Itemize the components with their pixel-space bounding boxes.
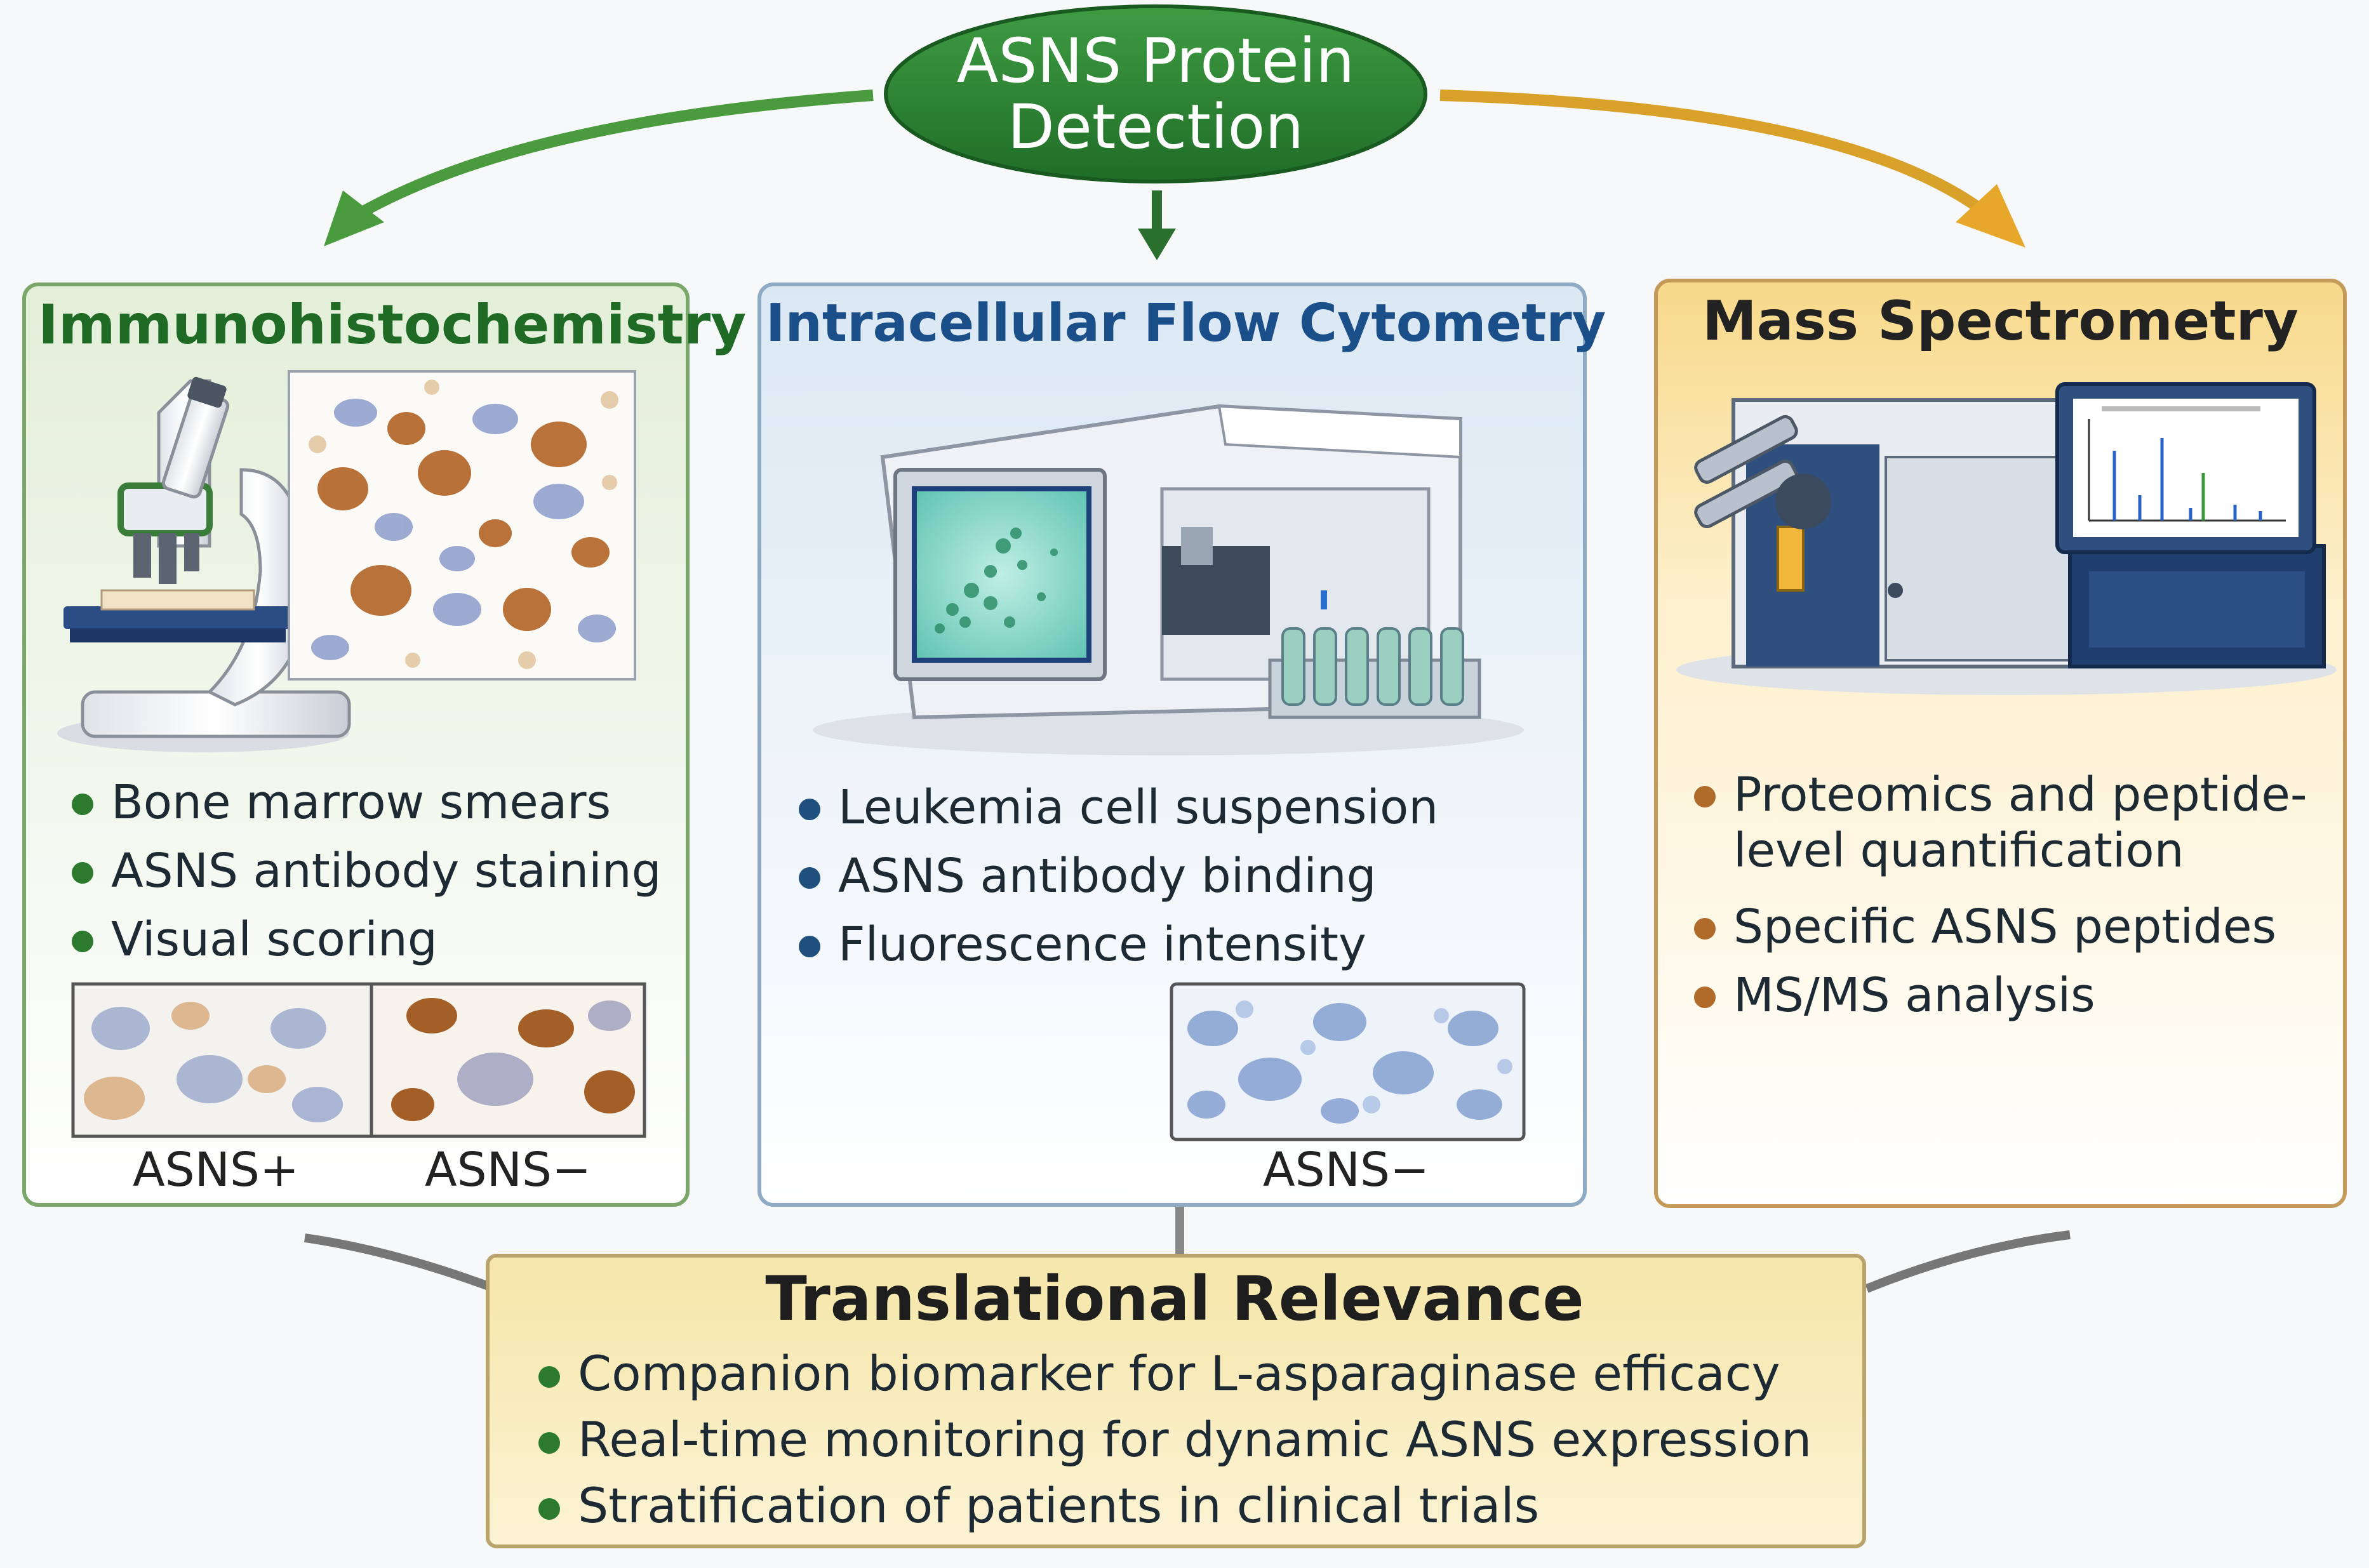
bullet-text: ASNS antibody staining bbox=[111, 844, 662, 898]
bullet-dot bbox=[72, 931, 93, 952]
bullet-text: Companion biomarker for L-asparaginase e… bbox=[578, 1345, 1780, 1402]
list-item: Leukemia cell suspension bbox=[794, 773, 1438, 842]
list-item: ASNS antibody staining bbox=[67, 837, 662, 905]
bullet-text: Proteomics and peptide- bbox=[1733, 767, 2307, 822]
bullet-text: Real-time monitoring for dynamic ASNS ex… bbox=[578, 1411, 1812, 1468]
list-item: Companion biomarker for L-asparaginase e… bbox=[533, 1341, 1812, 1407]
bullet-dot bbox=[72, 794, 93, 815]
bullet-dot bbox=[538, 1432, 560, 1454]
list-item: level quantification bbox=[1689, 823, 2307, 879]
header-title-line2: Detection bbox=[1007, 91, 1304, 163]
bullet-dot bbox=[799, 936, 820, 957]
panel-translational bbox=[486, 1254, 1866, 1548]
bullet-dot bbox=[1694, 786, 1716, 807]
spectrum-monitor-icon bbox=[2055, 382, 2316, 554]
arrow-down-head bbox=[1138, 229, 1176, 260]
flow-bullet-list: Leukemia cell suspension ASNS antibody b… bbox=[794, 773, 1438, 979]
bullet-dot bbox=[1694, 987, 1716, 1008]
flow-caption-negative: ASNS− bbox=[1263, 1143, 1429, 1197]
tissue-slide-image bbox=[288, 370, 636, 681]
list-item: ASNS antibody binding bbox=[794, 842, 1438, 910]
ihc-caption-positive: ASNS+ bbox=[133, 1143, 299, 1197]
header-title-line1: ASNS Protein bbox=[956, 25, 1355, 96]
list-item: Visual scoring bbox=[67, 905, 662, 974]
ms-bullet-list: Proteomics and peptide- level quantifica… bbox=[1689, 767, 2307, 1030]
list-item: Stratification of patients in clinical t… bbox=[533, 1473, 1812, 1539]
list-item: Real-time monitoring for dynamic ASNS ex… bbox=[533, 1407, 1812, 1473]
bullet-text: Leukemia cell suspension bbox=[838, 780, 1439, 835]
test-tube-rack-icon bbox=[1268, 627, 1481, 719]
list-item: MS/MS analysis bbox=[1689, 961, 2307, 1030]
list-item: Fluorescence intensity bbox=[794, 910, 1438, 979]
bullet-dot bbox=[538, 1498, 560, 1520]
bullet-text: Fluorescence intensity bbox=[838, 917, 1366, 972]
list-item: Proteomics and peptide- bbox=[1689, 767, 2307, 823]
panel-ihc-title: Immunohistochemistry bbox=[38, 293, 747, 357]
ihc-bullet-list: Bone marrow smears ASNS antibody stainin… bbox=[67, 768, 662, 974]
bullet-dot bbox=[1694, 918, 1716, 940]
microscope-icon bbox=[57, 376, 351, 752]
header-oval bbox=[884, 4, 1427, 183]
bullet-text: MS/MS analysis bbox=[1733, 968, 2095, 1023]
bullet-dot bbox=[799, 867, 820, 889]
translational-bullet-list: Companion biomarker for L-asparaginase e… bbox=[533, 1341, 1812, 1539]
bullet-dot bbox=[799, 799, 820, 820]
connector-left bbox=[304, 1233, 497, 1293]
bullet-text: level quantification bbox=[1733, 823, 2184, 878]
connector-right bbox=[1865, 1230, 2071, 1293]
bullet-text: Specific ASNS peptides bbox=[1733, 900, 2277, 954]
ihc-comparison-images bbox=[71, 982, 646, 1138]
bullet-dot bbox=[538, 1366, 560, 1388]
bullet-text: ASNS antibody binding bbox=[838, 849, 1377, 903]
bullet-text: Stratification of patients in clinical t… bbox=[578, 1477, 1540, 1534]
flow-cell-image bbox=[1170, 982, 1526, 1141]
arrow-right bbox=[1439, 90, 1985, 215]
panel-flow-title: Intracellular Flow Cytometry bbox=[766, 293, 1606, 354]
bullet-text: Visual scoring bbox=[111, 912, 437, 967]
panel-ms-title: Mass Spectrometry bbox=[1702, 289, 2299, 353]
mass-spectrometer-icon bbox=[1676, 398, 2337, 695]
ihc-caption-negative: ASNS− bbox=[425, 1143, 591, 1197]
arrow-left bbox=[352, 90, 874, 221]
bullet-dot bbox=[72, 862, 93, 884]
translational-title: Translational Relevance bbox=[765, 1263, 1584, 1334]
header-title: ASNS Protein Detection bbox=[886, 6, 1425, 181]
bullet-text: Bone marrow smears bbox=[111, 775, 611, 830]
list-item: Bone marrow smears bbox=[67, 768, 662, 837]
list-item: Specific ASNS peptides bbox=[1689, 893, 2307, 961]
arrow-left-head bbox=[324, 190, 384, 246]
arrow-right-head bbox=[1956, 184, 2025, 248]
